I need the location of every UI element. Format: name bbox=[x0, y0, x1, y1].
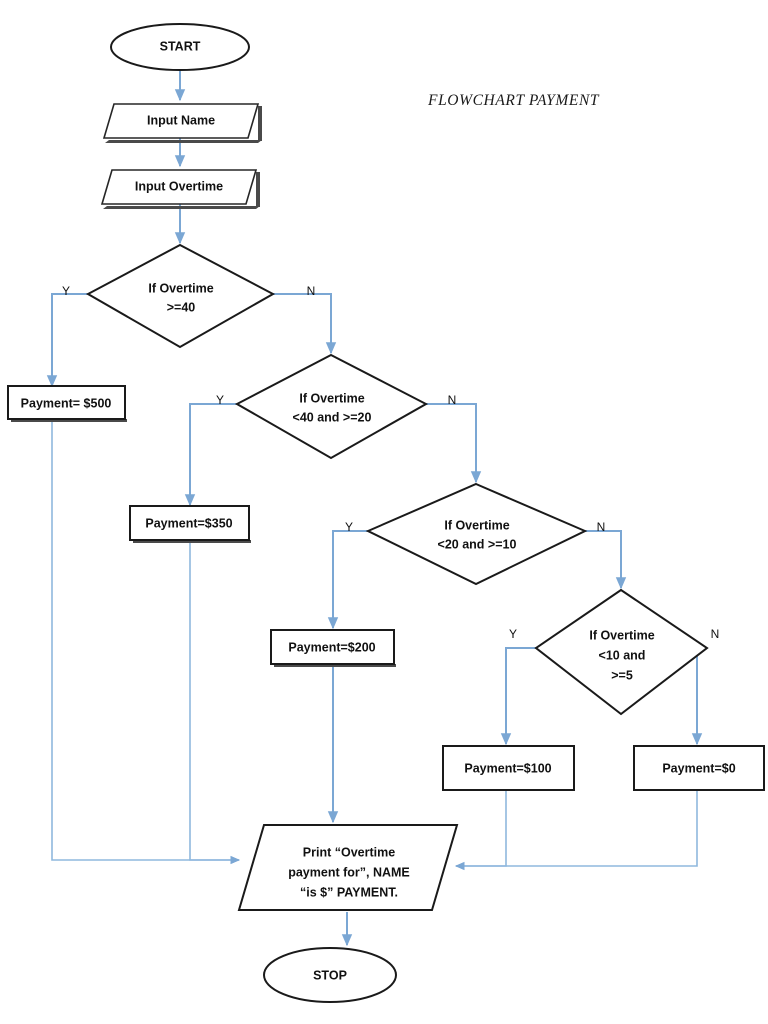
node-decision4-line2: <10 and bbox=[599, 648, 646, 662]
node-decision3-line1: If Overtime bbox=[444, 518, 509, 532]
node-payment-200[interactable]: Payment=$200 bbox=[270, 629, 396, 667]
node-decision1-line2: >=40 bbox=[167, 300, 196, 314]
branch-label-d1-yes: Y bbox=[62, 284, 70, 298]
branch-label-d2-no: N bbox=[448, 393, 457, 407]
node-decision1-line1: If Overtime bbox=[148, 281, 213, 295]
node-payment-500-label: Payment= $500 bbox=[21, 396, 112, 410]
page-title: FLOWCHART PAYMENT bbox=[427, 92, 600, 109]
node-input-name-label: Input Name bbox=[147, 113, 215, 127]
node-decision2-line2: <40 and >=20 bbox=[293, 410, 372, 424]
connector-pay350-to-print bbox=[189, 540, 240, 865]
node-stop[interactable]: STOP bbox=[263, 947, 397, 1003]
connector-decision2-yes-to-pay350 bbox=[184, 403, 237, 507]
node-decision-overtime-lt10-ge5[interactable]: If Overtime <10 and >=5 bbox=[534, 588, 709, 716]
node-start-label: START bbox=[160, 39, 201, 53]
connector-decision4-no-to-pay0 bbox=[691, 647, 707, 746]
node-decision4-line3: >=5 bbox=[611, 668, 633, 682]
node-payment-500[interactable]: Payment= $500 bbox=[7, 385, 127, 422]
node-stop-label: STOP bbox=[313, 968, 347, 982]
connector-pay0-to-print bbox=[455, 790, 698, 871]
branch-label-d4-no: N bbox=[711, 627, 720, 641]
connector-pay500-to-print bbox=[51, 421, 240, 865]
node-payment-200-label: Payment=$200 bbox=[288, 640, 375, 654]
node-print-line1: Print “Overtime bbox=[303, 845, 395, 859]
branch-label-d4-yes: Y bbox=[509, 627, 517, 641]
branch-label-d1-no: N bbox=[307, 284, 316, 298]
node-decision-overtime-ge40[interactable]: If Overtime >=40 bbox=[85, 243, 276, 349]
node-print-line2: payment for”, NAME bbox=[288, 865, 410, 879]
node-start[interactable]: START bbox=[110, 23, 250, 71]
connector-decision1-yes-to-pay500 bbox=[46, 293, 88, 388]
connector-decision4-yes-to-pay100 bbox=[500, 647, 536, 746]
connector-decision1-no-to-decision2 bbox=[273, 293, 337, 355]
node-decision2-line1: If Overtime bbox=[299, 391, 364, 405]
node-payment-0-label: Payment=$0 bbox=[662, 761, 735, 775]
node-payment-0[interactable]: Payment=$0 bbox=[633, 745, 765, 791]
branch-label-d2-yes: Y bbox=[216, 393, 224, 407]
node-print-output[interactable]: Print “Overtime payment for”, NAME “is $… bbox=[237, 824, 459, 911]
node-decision-overtime-lt40-ge20[interactable]: If Overtime <40 and >=20 bbox=[234, 353, 429, 460]
node-input-name[interactable]: Input Name bbox=[102, 103, 262, 143]
connector-decision2-no-to-decision3 bbox=[426, 403, 482, 484]
node-decision-overtime-lt20-ge10[interactable]: If Overtime <20 and >=10 bbox=[365, 482, 588, 586]
connector-pay100-to-print bbox=[455, 790, 507, 871]
node-input-overtime-label: Input Overtime bbox=[135, 179, 223, 193]
node-print-line3: “is $” PAYMENT. bbox=[300, 885, 398, 899]
node-payment-350-label: Payment=$350 bbox=[145, 516, 232, 530]
branch-label-d3-no: N bbox=[597, 520, 606, 534]
branch-label-d3-yes: Y bbox=[345, 520, 353, 534]
node-decision4-line1: If Overtime bbox=[589, 628, 654, 642]
node-payment-350[interactable]: Payment=$350 bbox=[129, 505, 251, 543]
node-payment-100-label: Payment=$100 bbox=[464, 761, 551, 775]
connector-decision3-no-to-decision4 bbox=[585, 530, 627, 590]
node-decision3-line2: <20 and >=10 bbox=[438, 537, 517, 551]
node-payment-100[interactable]: Payment=$100 bbox=[442, 745, 575, 791]
connector-decision3-yes-to-pay200 bbox=[327, 530, 368, 630]
node-input-overtime[interactable]: Input Overtime bbox=[100, 169, 260, 209]
